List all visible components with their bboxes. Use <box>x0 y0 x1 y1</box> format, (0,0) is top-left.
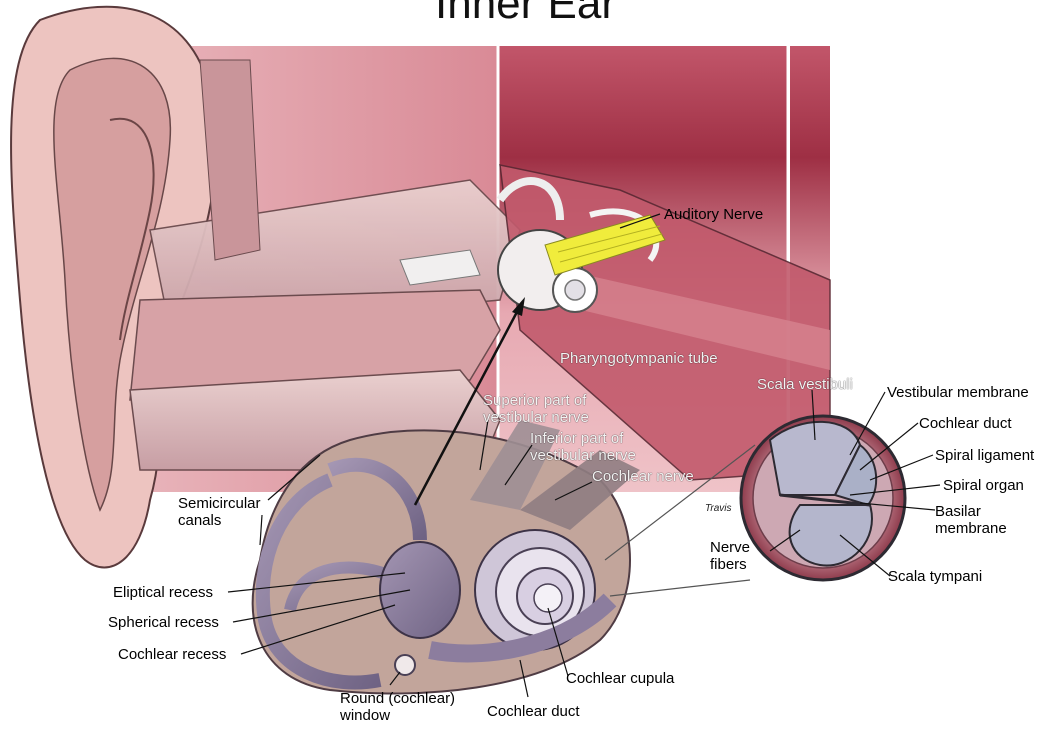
label-cochlear-recess: Cochlear recess <box>118 646 226 663</box>
label-spherical-recess: Spherical recess <box>108 614 219 631</box>
label-nerve-fibers: Nerve fibers <box>710 539 770 573</box>
label-spiral-ligament: Spiral ligament <box>935 447 1034 464</box>
label-scala-vestibuli: Scala vestibuli <box>757 376 853 393</box>
label-eliptical-recess: Eliptical recess <box>113 584 213 601</box>
diagram-title: Inner Ear <box>0 0 1051 26</box>
label-cochlear-duct-lower: Cochlear duct <box>487 703 580 720</box>
label-basilar-membrane: Basilar membrane <box>935 503 1045 537</box>
vestibule <box>380 542 460 638</box>
artist-signature: Travis <box>705 500 731 517</box>
label-cochlear-duct-cross: Cochlear duct <box>919 415 1012 432</box>
label-inferior-vestibular-nerve: Inferior part of vestibular nerve <box>530 430 670 464</box>
label-semicircular-canals: Semicircular canals <box>178 495 273 529</box>
label-scala-tympani: Scala tympani <box>888 568 982 585</box>
label-round-window: Round (cochlear) window <box>340 690 480 724</box>
label-spiral-organ: Spiral organ <box>943 477 1024 494</box>
label-vestibular-membrane: Vestibular membrane <box>887 384 1029 401</box>
label-auditory-nerve: Auditory Nerve <box>664 206 763 223</box>
label-pharyngotympanic-tube: Pharyngotympanic tube <box>560 350 720 367</box>
label-superior-vestibular-nerve: Superior part of vestibular nerve <box>483 392 633 426</box>
label-cochlear-nerve: Cochlear nerve <box>592 468 694 485</box>
label-cochlear-cupula: Cochlear cupula <box>566 670 674 687</box>
round-window <box>395 655 415 675</box>
